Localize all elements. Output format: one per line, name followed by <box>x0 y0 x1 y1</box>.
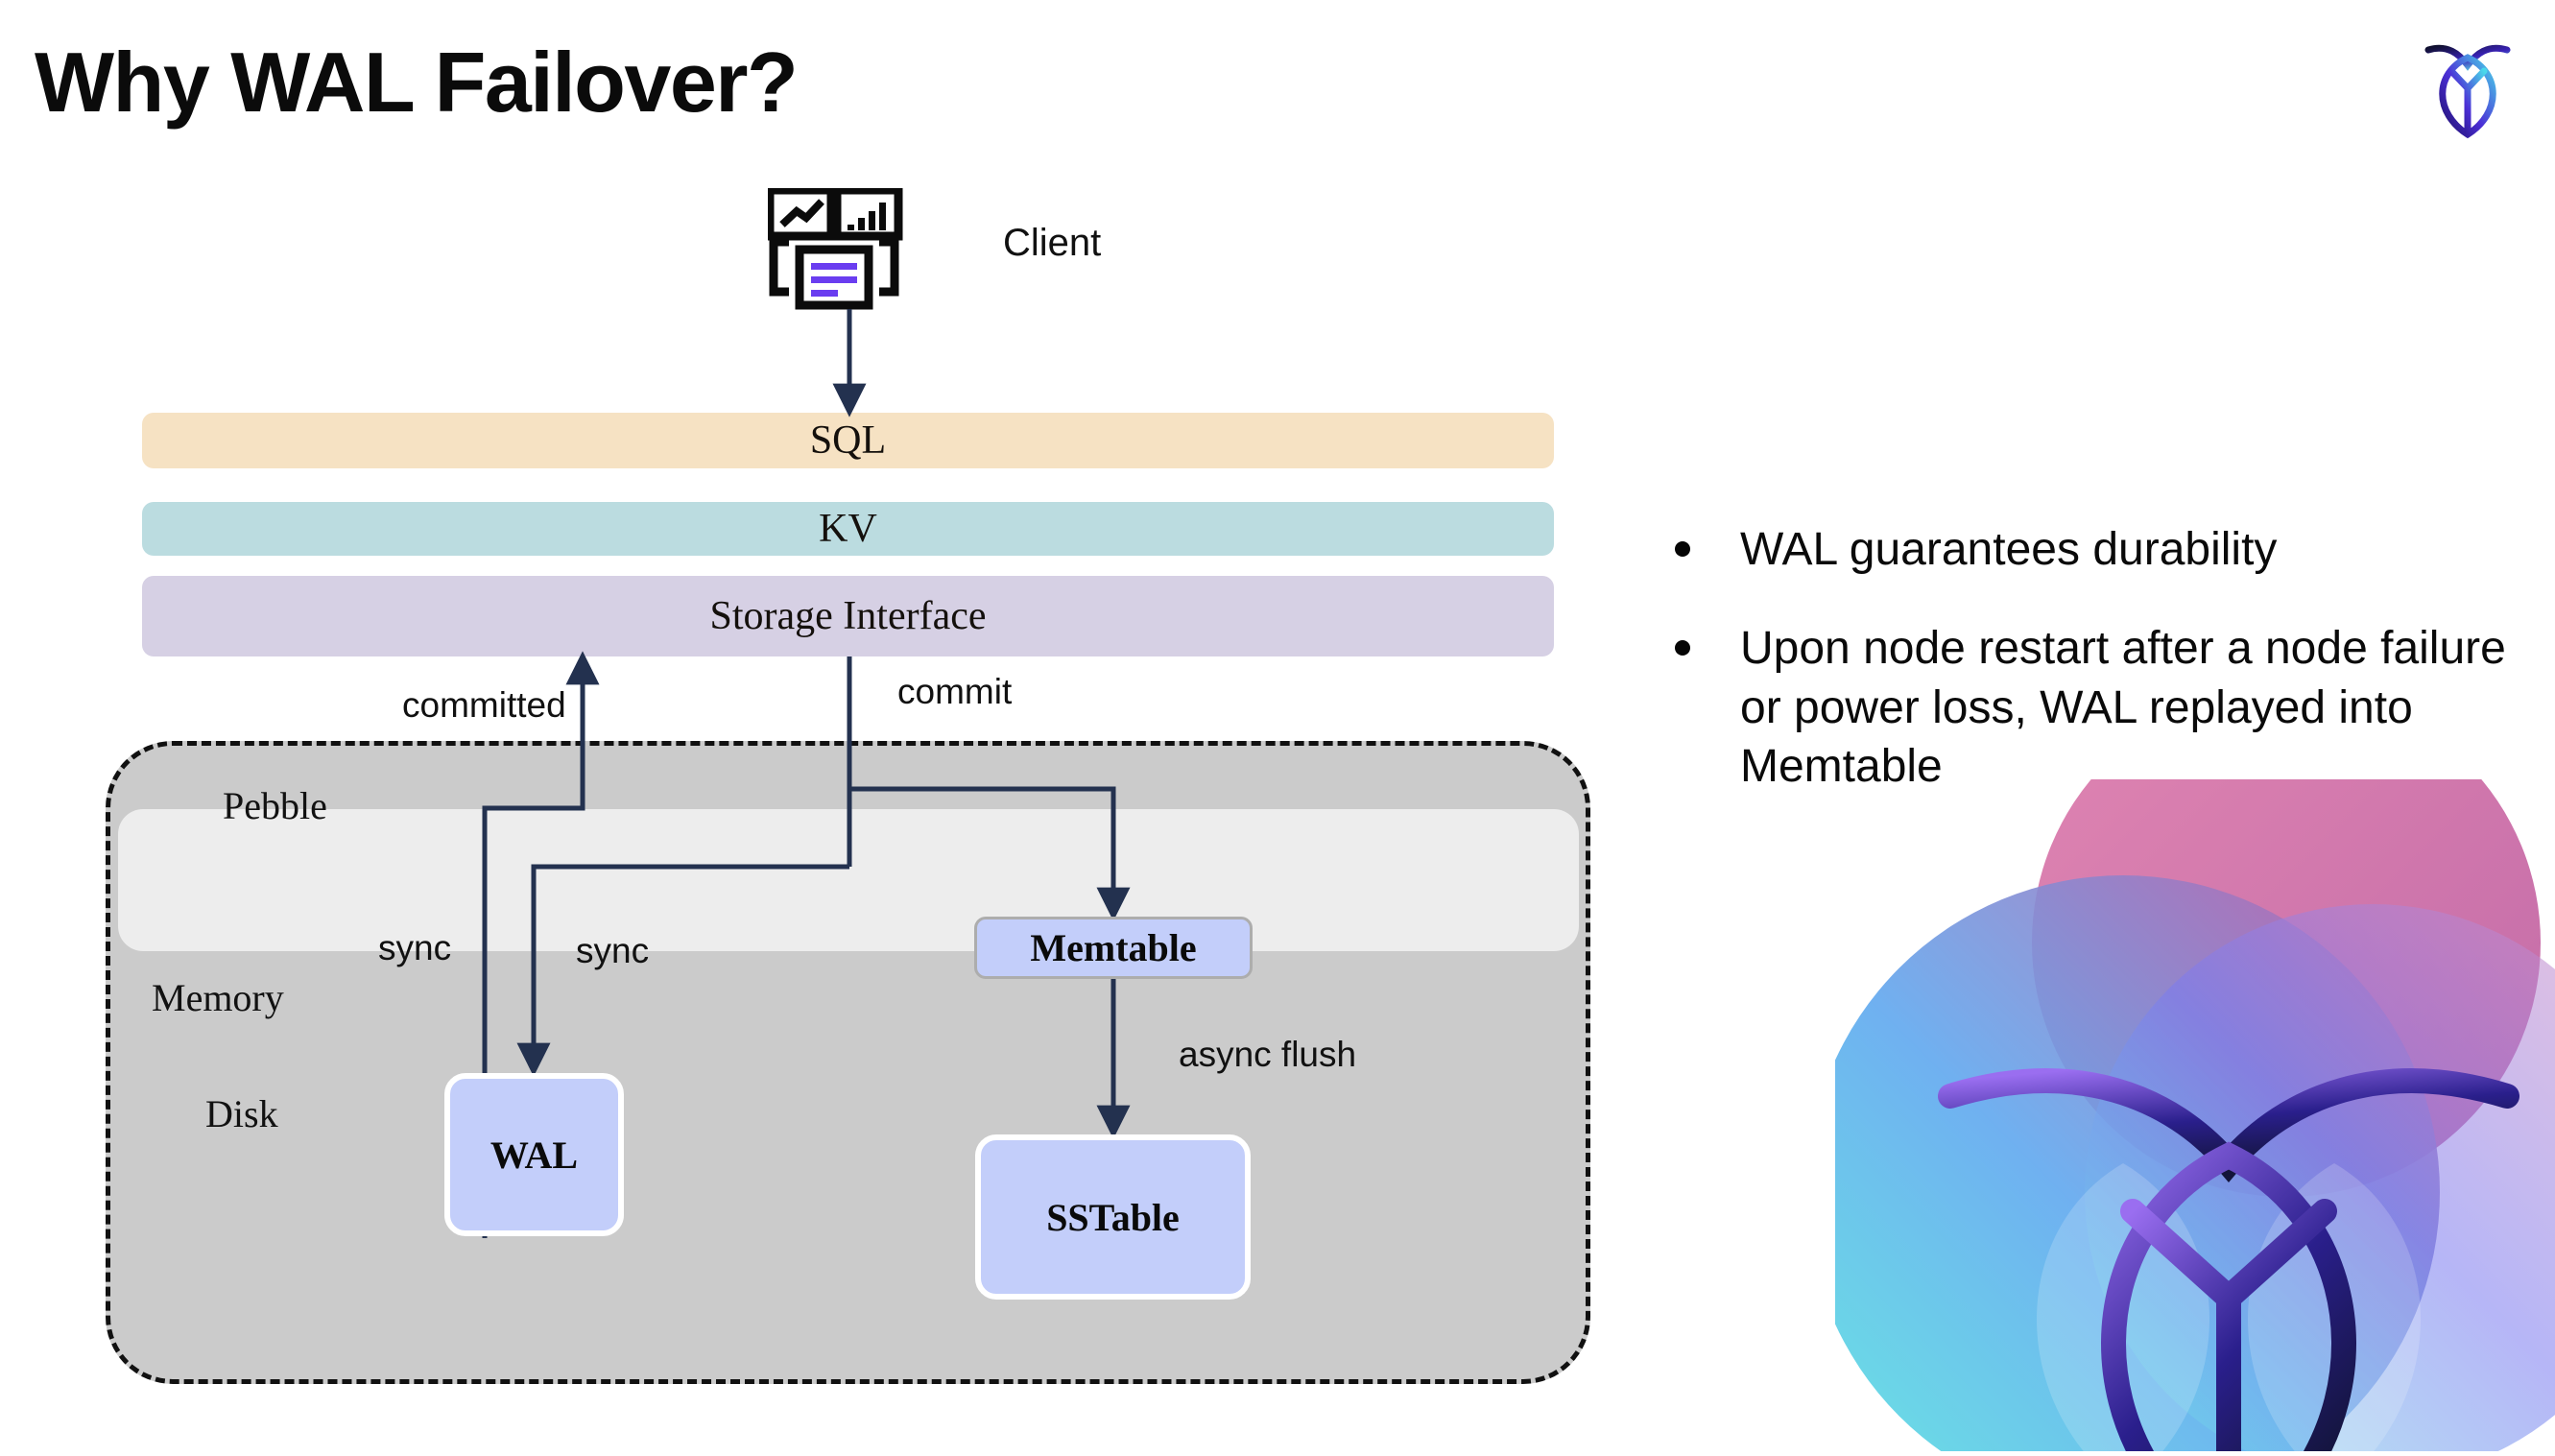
layer-storage-interface: Storage Interface <box>142 576 1554 656</box>
node-wal-label: WAL <box>490 1133 579 1177</box>
layer-kv: KV <box>142 502 1554 556</box>
layer-kv-label: KV <box>819 507 877 551</box>
bullet-text: Upon node restart after a node failure o… <box>1740 623 2506 793</box>
node-wal: WAL <box>444 1073 624 1236</box>
edge-label-committed: committed <box>402 685 566 725</box>
node-memtable: Memtable <box>974 917 1253 979</box>
memory-zone <box>118 809 1579 951</box>
page-title: Why WAL Failover? <box>35 35 799 130</box>
cockroachdb-logo-icon <box>2415 29 2520 144</box>
layer-sql: SQL <box>142 413 1554 468</box>
bullet-dot-icon <box>1675 541 1690 557</box>
node-memtable-label: Memtable <box>1030 926 1197 969</box>
pebble-label: Pebble <box>223 784 327 827</box>
client-label: Client <box>1003 222 1102 264</box>
edge-label-async-flush: async flush <box>1179 1035 1357 1074</box>
layer-storage-interface-label: Storage Interface <box>709 594 987 638</box>
architecture-diagram: Pebble Memory Disk SQL KV Storage Interf… <box>106 185 1590 1384</box>
edge-label-sync-right: sync <box>576 931 650 970</box>
bullet-text: WAL guarantees durability <box>1740 524 2278 575</box>
list-item: WAL guarantees durability <box>1675 520 2519 579</box>
layer-sql-label: SQL <box>809 418 887 463</box>
node-sstable: SSTable <box>975 1134 1251 1300</box>
client-dashboard-icon <box>765 185 921 313</box>
bullet-list: WAL guarantees durability Upon node rest… <box>1675 520 2519 837</box>
list-item: Upon node restart after a node failure o… <box>1675 619 2519 796</box>
bullet-dot-icon <box>1675 640 1690 656</box>
disk-label: Disk <box>205 1092 278 1135</box>
cockroachdb-corner-graphic <box>1806 688 2555 1456</box>
node-sstable-label: SSTable <box>1046 1195 1180 1239</box>
memory-label: Memory <box>152 976 284 1019</box>
edge-label-commit: commit <box>897 672 1013 711</box>
edge-label-sync-left: sync <box>378 928 452 967</box>
